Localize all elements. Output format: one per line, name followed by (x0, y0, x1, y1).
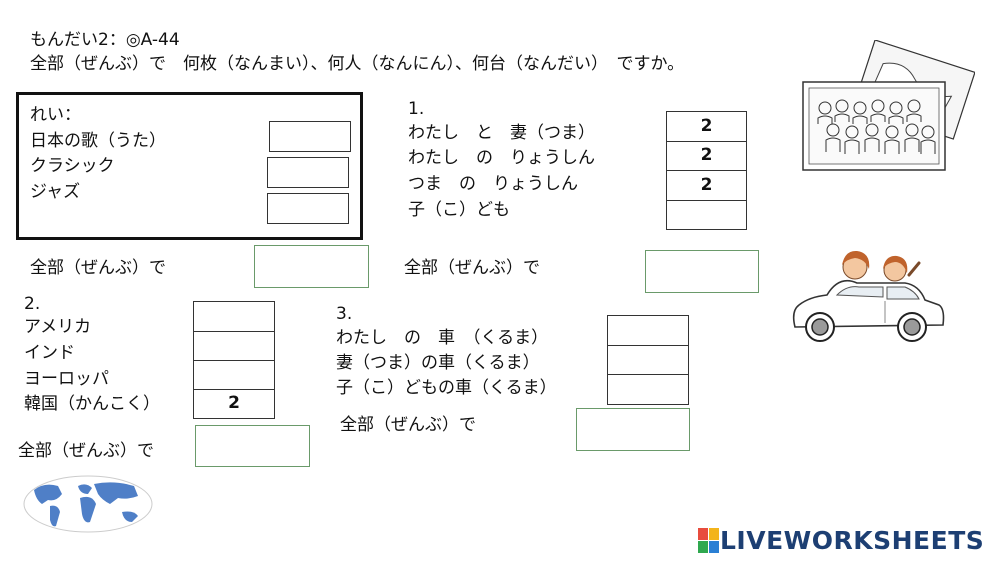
instructions: 全部（ぜんぶ）で 何枚（なんまい）、何人（なんにん）、何台（なんだい） ですか。 (30, 54, 685, 74)
example-total-label: 全部（ぜんぶ）で (30, 258, 166, 278)
q2-item-3: ヨーロッパ (24, 369, 109, 389)
family-photo-icon (802, 40, 975, 171)
q3-answer-2[interactable] (607, 345, 689, 375)
liveworksheets-logo: LIVEWORKSHEETS (698, 526, 984, 555)
q2-item-1: アメリカ (24, 317, 92, 337)
q1-item-4: 子（こ）ども (408, 200, 510, 220)
q1-total-label: 全部（ぜんぶ）で (404, 258, 540, 278)
q1-answer-3[interactable]: 2 (666, 170, 747, 201)
q1-answer-4[interactable] (666, 200, 747, 230)
q1-total-input[interactable] (645, 250, 759, 293)
world-map-icon (23, 475, 153, 533)
q2-total-label: 全部（ぜんぶ）で (18, 441, 154, 461)
q1-answer-2[interactable]: 2 (666, 141, 747, 171)
q2-number: 2. (24, 294, 41, 314)
example-panel (16, 92, 363, 240)
example-item-1: 日本の歌（うた） (30, 131, 166, 151)
q3-item-3: 子（こ）どもの車（くるま） (336, 378, 557, 398)
q2-item-4: 韓国（かんこく） (24, 394, 160, 414)
example-item-3: ジャズ (30, 182, 81, 202)
q1-item-2: わたし の りょうしん (408, 148, 595, 168)
problem-title: もんだい2：◎A-44 (30, 30, 180, 50)
q2-answer-2[interactable] (193, 331, 275, 361)
car-icon (792, 250, 945, 342)
q2-total-input[interactable] (195, 425, 310, 467)
q1-answer-1[interactable]: 2 (666, 111, 747, 142)
q2-item-2: インド (24, 343, 75, 363)
q3-total-label: 全部（ぜんぶ）で (340, 415, 476, 435)
q1-item-1: わたし と 妻（つま） (408, 123, 595, 143)
liveworksheets-logo-text: LIVEWORKSHEETS (720, 526, 985, 555)
q1-item-3: つま の りょうしん (408, 174, 578, 194)
example-item-2: クラシック (30, 156, 115, 176)
q3-total-input[interactable] (576, 408, 690, 451)
q3-number: 3. (336, 304, 353, 324)
liveworksheets-logo-icon (698, 527, 719, 553)
q3-answer-1[interactable] (607, 315, 689, 346)
q1-number: 1. (408, 99, 425, 119)
q3-item-2: 妻（つま）の車（くるま） (336, 353, 540, 373)
q3-answer-3[interactable] (607, 374, 689, 405)
example-answer-2 (267, 157, 349, 188)
q2-answer-3[interactable] (193, 360, 275, 390)
example-title: れい： (30, 105, 81, 125)
q2-answer-4[interactable]: 2 (193, 389, 275, 419)
example-answer-3 (267, 193, 349, 224)
q3-item-1: わたし の 車 （くるま） (336, 328, 549, 348)
example-answer-1 (269, 121, 351, 152)
q2-answer-1[interactable] (193, 301, 275, 332)
example-total-input[interactable] (254, 245, 369, 288)
